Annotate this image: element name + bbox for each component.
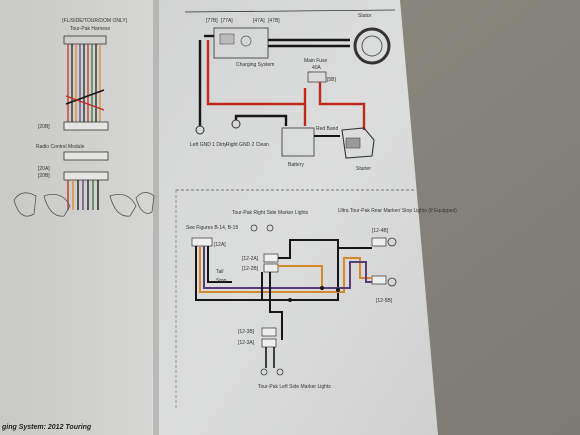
left-page-diagram: (FL/SIDE/TOUR/DOM ONLY) Tour-Pak Harness… <box>13 18 155 217</box>
main-fuse-label: Main Fuse <box>304 58 328 64</box>
conn-47A: [47A] <box>253 18 265 24</box>
fuse-conn-5B: [5B] <box>327 77 337 83</box>
left-page <box>0 0 160 435</box>
gnd2-label: Right GND 2 Clean <box>226 142 269 148</box>
right-page <box>152 0 438 435</box>
red-band-label: Red Band <box>316 126 338 132</box>
left-side-title: Tour-Pak Left Side Marker Lights <box>258 384 331 390</box>
charging-system-label: Charging System <box>236 62 274 68</box>
conn-77A: [77A] <box>221 18 233 24</box>
binding-shadow <box>153 0 159 435</box>
left-mid-label: [20B] <box>38 124 50 130</box>
left-top-label-2: Tour-Pak Harness <box>70 26 111 32</box>
main-fuse-rating: 40A <box>312 65 322 71</box>
conn-12-3B: [12-3B] <box>238 329 255 335</box>
conn-label-20B: [20B] <box>38 173 50 179</box>
conn-12-3A: [12-3A] <box>238 340 255 346</box>
charging-system-diagram: [77B] [77A] [47A] [47B] Stator Charging … <box>184 9 396 172</box>
conn-12-2A: [12-2A] <box>242 256 259 262</box>
tail-label: Tail <box>216 269 224 275</box>
battery-label: Battery <box>288 162 304 168</box>
conn-12-5B: [12-5B] <box>376 298 393 304</box>
conn-12-2B: [12-2B] <box>242 266 259 272</box>
conn-47B: [47B] <box>268 18 280 24</box>
page-footer: ging System: 2012 Touring <box>1 424 92 431</box>
conn-77B: [77B] <box>206 18 218 24</box>
ultra-title: Ultra Tour-Pak Rear Marker/ Stop Lights … <box>338 208 457 214</box>
stator-label: Stator <box>358 13 372 19</box>
figures-ref: See Figures B-14, B-15 <box>186 225 238 231</box>
module-label: Radio Control Module <box>36 144 85 150</box>
gnd1-label: Left GND 1 Dirty <box>190 142 227 148</box>
right-side-title: Tour-Pak Right Side Marker Lights <box>232 210 309 216</box>
tourpak-lighting-diagram: See Figures B-14, B-15 Tour-Pak Right Si… <box>186 208 457 390</box>
conn-12-4B: [12-4B] <box>372 228 389 234</box>
conn-label-20A: [20A] <box>38 166 50 172</box>
stop-label: Stop <box>216 278 227 284</box>
conn-12A: [12A] <box>214 242 226 248</box>
left-top-label-1: (FL/SIDE/TOUR/DOM ONLY) <box>62 18 128 24</box>
starter-label: Starter <box>356 166 371 172</box>
